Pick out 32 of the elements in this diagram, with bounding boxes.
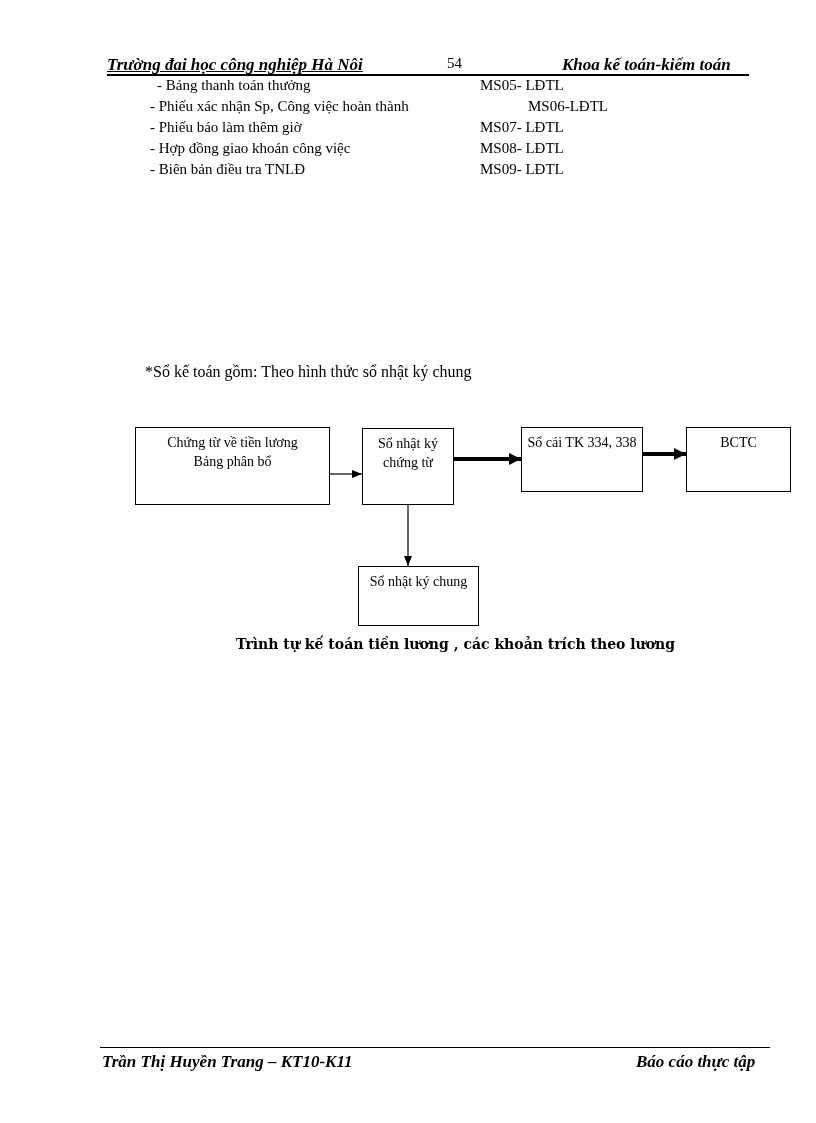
form-code: MS06-LĐTL	[528, 97, 608, 115]
list-item: - Biên bản điều tra TNLĐ	[150, 160, 306, 178]
form-code: MS07- LĐTL	[480, 118, 564, 136]
process-box	[135, 427, 330, 505]
box-label: Bảng phân bổ	[193, 452, 272, 471]
box-label: BCTC	[720, 434, 757, 452]
list-item: - Phiếu xác nhận Sp, Công việc hoàn thành	[150, 97, 409, 115]
form-code: MS09- LĐTL	[480, 160, 564, 178]
arrow	[454, 453, 521, 465]
form-code: MS05- LĐTL	[480, 76, 564, 94]
box-label: Sổ nhật ký chung	[369, 573, 468, 591]
header-text: Trường đai học công nghiệp Hà Nôi	[107, 55, 363, 76]
arrow	[329, 470, 363, 478]
list-item: - Bảng thanh toán thưởng	[157, 76, 311, 94]
box-label: Sổ nhật ký chứng từ	[377, 435, 439, 472]
arrow	[404, 504, 412, 567]
process-box	[521, 427, 643, 492]
form-code: MS08- LĐTL	[480, 139, 564, 157]
page-number: 54	[447, 54, 462, 72]
process-box	[686, 427, 791, 492]
box-label: Sổ cái TK 334, 338	[527, 434, 637, 452]
footer-text: Báo cáo thực tập	[636, 1052, 756, 1073]
diagram-caption: Trình tự kế toán tiền lương , các khoản trích theo lương	[236, 636, 676, 652]
list-item: - Hợp đồng giao khoán công việc	[150, 139, 351, 157]
header-text: Khoa kế toán-kiểm toán	[562, 55, 731, 76]
intro-text: *Sổ kế toán gồm: Theo hình thức sổ nhật ký chung	[145, 362, 472, 382]
process-box	[358, 566, 479, 626]
footer-text: Trần Thị Huyền Trang – KT10-K11	[102, 1052, 353, 1073]
process-box	[362, 428, 454, 505]
list-item: - Phiếu báo làm thêm giờ	[150, 118, 302, 136]
arrow	[643, 448, 686, 460]
box-label: Chứng từ về tiền lương	[167, 434, 298, 452]
